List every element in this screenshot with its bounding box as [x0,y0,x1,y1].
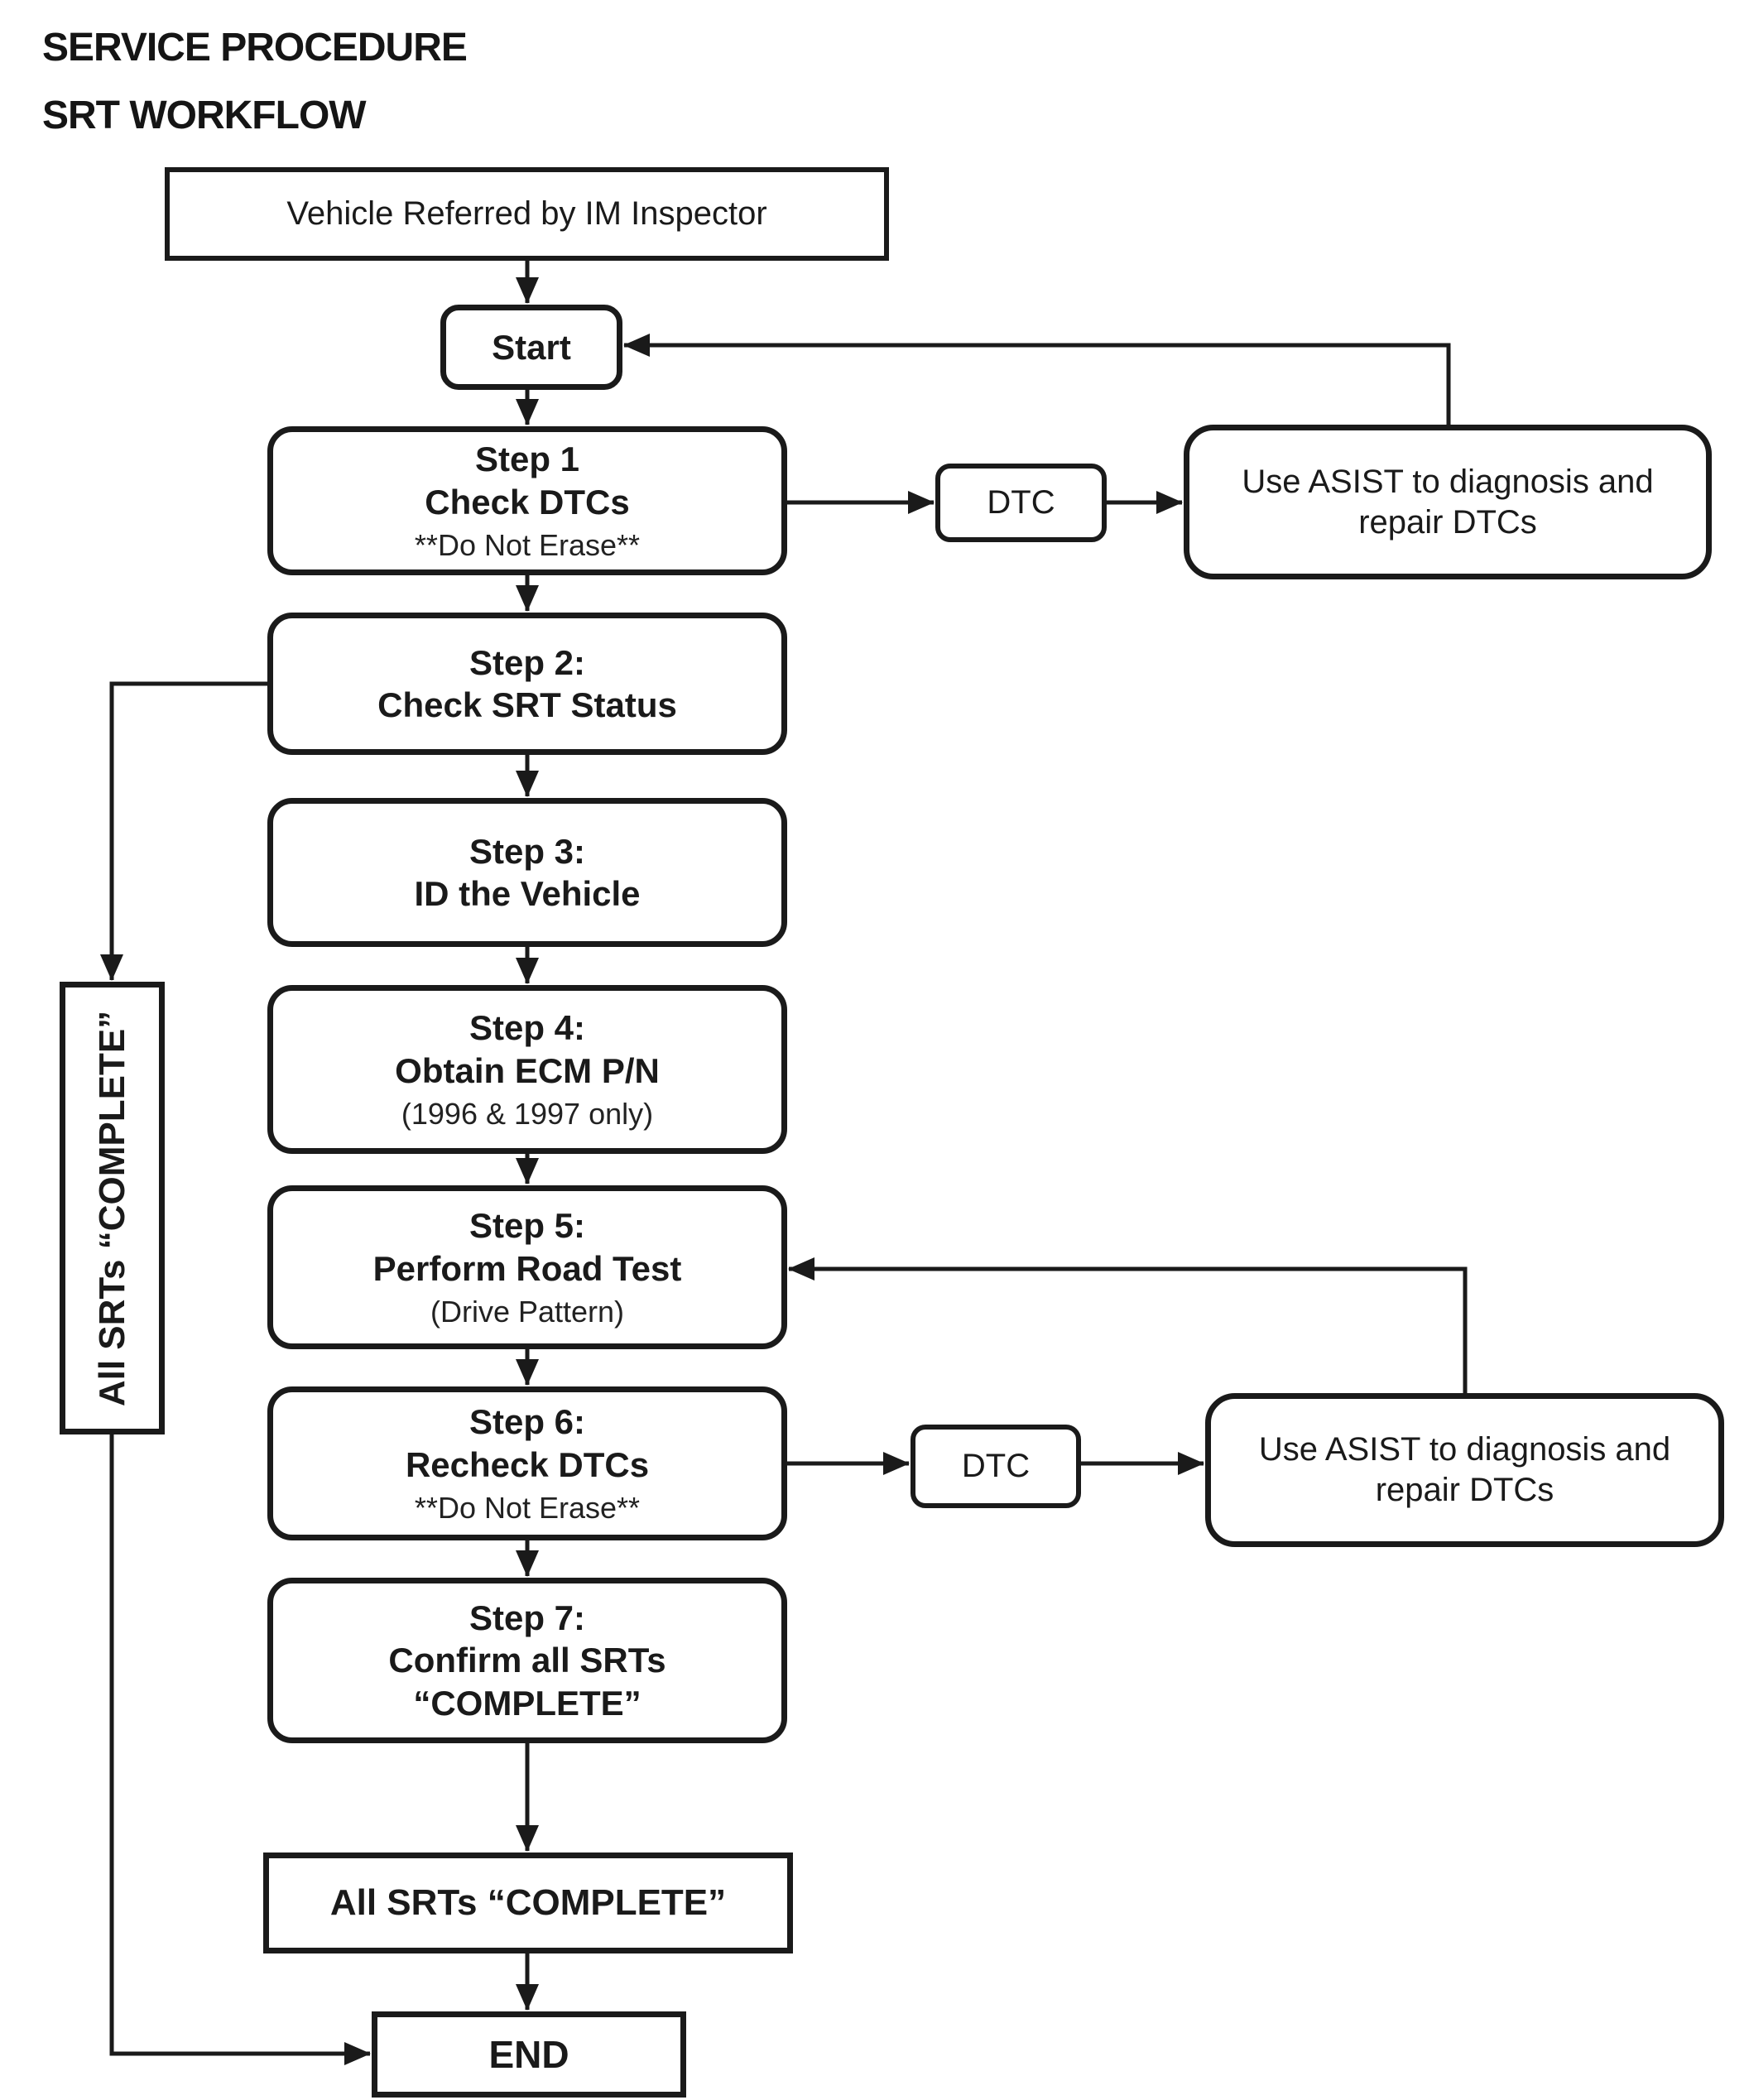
step5-note: (Drive Pattern) [430,1294,625,1329]
step3-title: Step 3: [468,831,586,871]
node-end: END [372,2011,686,2098]
step7-note: “COMPLETE” [413,1683,641,1723]
node-step3-id-vehicle: Step 3: ID the Vehicle [267,798,787,947]
node-step7-confirm-all-srts: Step 7: Confirm all SRTs “COMPLETE” [267,1578,787,1743]
step7-subtitle: Confirm all SRTs [388,1641,666,1680]
node-dtc-top: DTC [935,464,1107,542]
step6-title: Step 6: [468,1402,586,1442]
step1-subtitle: Check DTCs [425,482,630,521]
node-step6-recheck-dtcs: Step 6: Recheck DTCs **Do Not Erase** [267,1386,787,1540]
step3-subtitle: ID the Vehicle [414,874,641,913]
step1-note: **Do Not Erase** [414,527,641,562]
step4-subtitle: Obtain ECM P/N [395,1050,660,1090]
node-step5-perform-road-test: Step 5: Perform Road Test (Drive Pattern… [267,1185,787,1349]
step6-subtitle: Recheck DTCs [405,1444,650,1484]
node-step4-obtain-ecm-pn: Step 4: Obtain ECM P/N (1996 & 1997 only… [267,985,787,1154]
step4-title: Step 4: [468,1008,586,1048]
arrow-asist-top-to-start [623,334,1451,425]
dtc-bottom-label: DTC [961,1448,1031,1485]
node-dtc-bottom: DTC [911,1425,1081,1508]
node-all-srts-complete-side: All SRTs “COMPLETE” [60,982,165,1434]
step6-note: **Do Not Erase** [414,1490,641,1525]
all-srts-complete-label: All SRTs “COMPLETE” [329,1882,727,1924]
dtc-top-label: DTC [987,484,1055,521]
step4-note: (1996 & 1997 only) [401,1096,654,1131]
end-label: END [488,2032,569,2076]
node-step2-check-srt-status: Step 2: Check SRT Status [267,613,787,755]
step7-title: Step 7: [468,1598,586,1638]
step5-subtitle: Perform Road Test [372,1248,682,1288]
node-vehicle-referred-label: Vehicle Referred by IM Inspector [286,195,767,233]
arrow-asist-bottom-to-step5 [788,1257,1468,1393]
page-subtitle: SRT WORKFLOW [42,94,367,137]
step2-subtitle: Check SRT Status [377,685,677,724]
node-use-asist-top: Use ASIST to diagnosis and repair DTCs [1184,425,1712,579]
node-step1-check-dtcs: Step 1 Check DTCs **Do Not Erase** [267,426,787,575]
arrow-step2-to-all-srts-side [100,681,267,981]
step1-title: Step 1 [474,440,580,479]
node-vehicle-referred: Vehicle Referred by IM Inspector [165,167,889,261]
use-asist-bottom-label: Use ASIST to diagnosis and repair DTCs [1258,1431,1671,1508]
node-all-srts-complete: All SRTs “COMPLETE” [263,1853,793,1953]
arrow-all-srts-side-to-end [109,1434,371,2065]
node-start: Start [440,305,622,390]
use-asist-top-label: Use ASIST to diagnosis and repair DTCs [1242,463,1654,541]
node-use-asist-bottom: Use ASIST to diagnosis and repair DTCs [1205,1393,1724,1547]
all-srts-complete-side-label: All SRTs “COMPLETE” [91,1010,132,1406]
node-start-label: Start [492,327,571,367]
step5-title: Step 5: [468,1206,586,1246]
page-title: SERVICE PROCEDURE [42,26,468,70]
step2-title: Step 2: [468,642,586,682]
